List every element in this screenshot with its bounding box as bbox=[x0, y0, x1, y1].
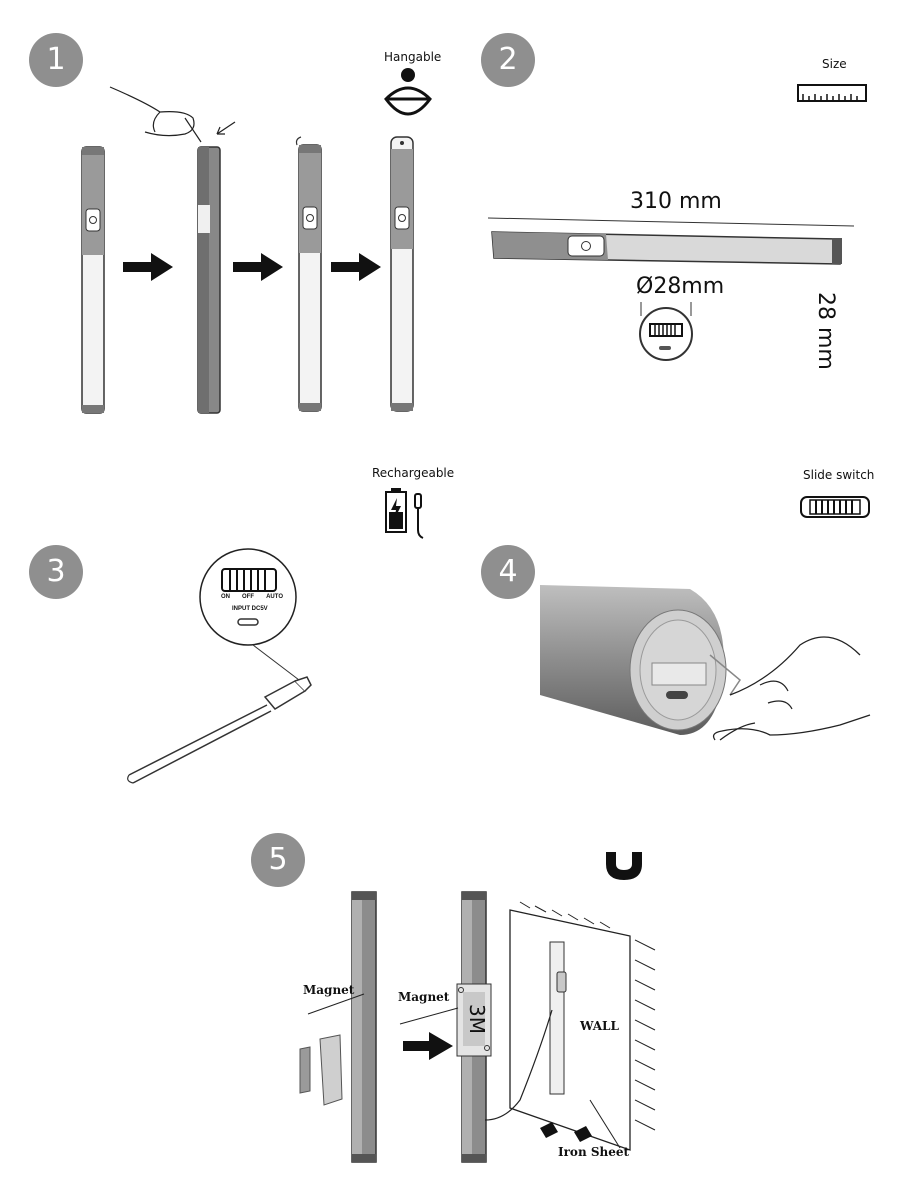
switch-closeup-icon bbox=[639, 302, 693, 361]
magnet-label-mid: Magnet bbox=[398, 990, 450, 1004]
switch-off-label: OFF bbox=[242, 594, 255, 600]
wall-label: WALL bbox=[580, 1019, 619, 1033]
iron-bracket-icon bbox=[299, 1034, 343, 1106]
switch-on-label: ON bbox=[221, 594, 230, 600]
battery-charging-icon bbox=[385, 488, 424, 539]
arrow-right-icon bbox=[331, 253, 381, 281]
light-tube-closed bbox=[81, 146, 105, 414]
magnet-label-left: Magnet bbox=[303, 983, 355, 997]
magnet-pointer-mid bbox=[399, 1007, 459, 1025]
diameter-dimension: Ø28mm bbox=[636, 274, 725, 299]
arrow-right-icon bbox=[123, 253, 173, 281]
iron-sheet-label: Iron Sheet bbox=[558, 1145, 630, 1159]
slide-switch-label: Slide switch bbox=[803, 468, 875, 482]
step-2-badge: 2 bbox=[481, 33, 535, 87]
magnet-pointer-left bbox=[307, 993, 365, 1015]
magnet-icon bbox=[606, 852, 642, 880]
charging-port-closeup bbox=[199, 548, 297, 646]
hangable-icon bbox=[384, 68, 432, 116]
step-1-badge: 1 bbox=[29, 33, 83, 87]
step-4-badge: 4 bbox=[481, 545, 535, 599]
light-tube-hangable bbox=[390, 136, 414, 412]
arrow-right-icon bbox=[233, 253, 283, 281]
size-label: Size bbox=[822, 57, 847, 71]
end-cap-photo bbox=[540, 585, 871, 741]
input-voltage-label: INPUT DC5V bbox=[232, 606, 268, 612]
ruler-icon bbox=[797, 84, 867, 102]
wall-panel bbox=[484, 901, 656, 1151]
length-dimension: 310 mm bbox=[630, 189, 722, 214]
light-tube-rotate bbox=[295, 136, 322, 412]
hangable-label: Hangable bbox=[384, 50, 442, 64]
usb-cable-illustration bbox=[127, 644, 312, 784]
light-bar-side-view bbox=[487, 217, 855, 265]
switch-mode-labels: ON OFF AUTO bbox=[221, 594, 283, 600]
light-bar-back bbox=[351, 891, 377, 1163]
step-3-badge: 3 bbox=[29, 545, 83, 599]
step-5-badge: 5 bbox=[251, 833, 305, 887]
light-bar-mounted bbox=[456, 891, 492, 1163]
slide-switch-icon bbox=[800, 496, 870, 518]
switch-auto-label: AUTO bbox=[266, 594, 283, 600]
rechargeable-label: Rechargeable bbox=[372, 466, 455, 480]
light-tube-open bbox=[197, 146, 221, 414]
height-dimension: 28 mm bbox=[813, 292, 838, 370]
hand-press-icon bbox=[109, 86, 236, 143]
arrow-right-icon bbox=[403, 1032, 453, 1060]
